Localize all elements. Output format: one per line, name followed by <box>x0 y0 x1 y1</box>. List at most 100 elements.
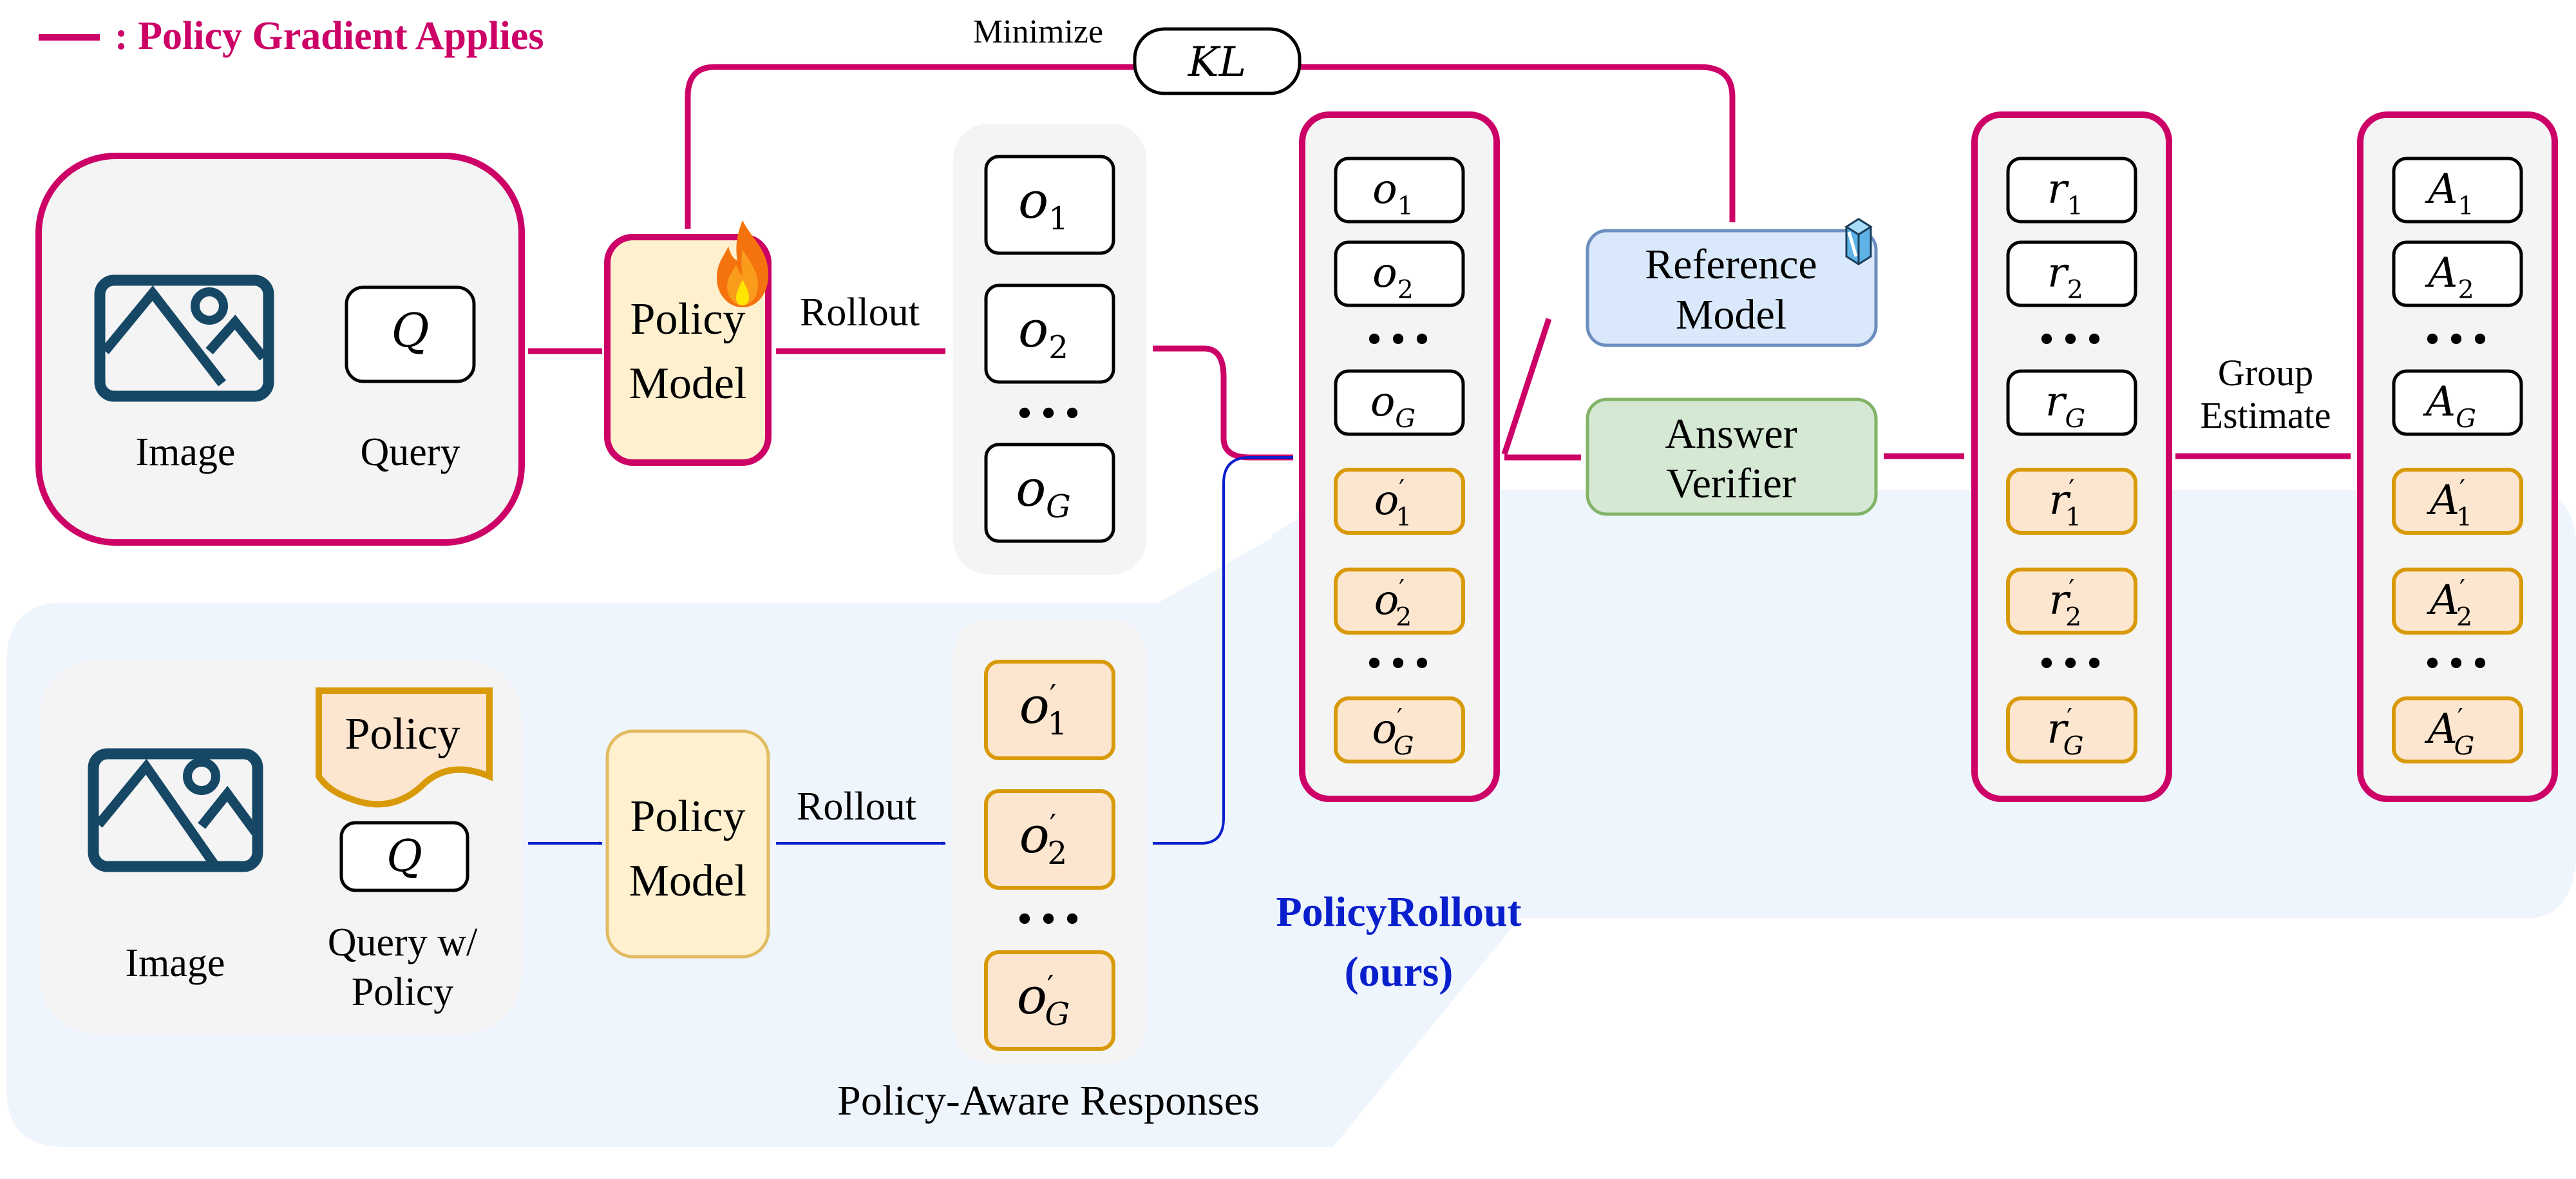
ellipsis: ••• <box>2421 320 2493 361</box>
prime-mark: ′ <box>2069 575 2074 604</box>
reference-model-line1: Reference <box>1645 241 1817 288</box>
arrow-bottom-outputs-to-gathered <box>1153 456 1293 845</box>
policy-doc-label: Policy <box>345 709 460 759</box>
ellipsis: ••• <box>1363 320 1435 361</box>
token-box <box>984 283 1115 384</box>
kl-loop-left <box>685 64 1135 229</box>
token-box <box>1334 157 1465 224</box>
token-label: r′G <box>2047 704 2083 761</box>
prime-mark: ′ <box>1050 679 1057 714</box>
bottom-image-label: Image <box>126 941 225 985</box>
policy-model-top-line1: Policy <box>630 294 746 344</box>
gathered-outputs-list: o1 o2 ••• oG o′1 o′2 ••• o′G <box>1334 157 1465 763</box>
token-box <box>2006 240 2137 307</box>
token-item: o2 <box>1334 240 1465 307</box>
token-item: o1 <box>984 155 1115 255</box>
policy-aware-token-box <box>1334 568 1465 635</box>
legend: : Policy Gradient Applies <box>39 14 544 58</box>
token-label: A′2 <box>2427 575 2472 632</box>
token-label: o′2 <box>1374 575 1412 632</box>
fire-icon <box>717 220 768 307</box>
token-label: oG <box>1016 460 1071 525</box>
bottom-query-symbol: Q <box>386 831 422 882</box>
token-item: o′1 <box>1334 468 1465 535</box>
token-label: A1 <box>2425 166 2474 221</box>
bottom-query-label-2: Policy <box>352 970 453 1014</box>
token-label: o′G <box>1372 704 1414 761</box>
ellipsis: ••• <box>1363 644 1435 685</box>
top-query-label: Query <box>361 430 460 474</box>
token-item: o′1 <box>984 660 1115 760</box>
ice-cube-icon <box>1844 218 1873 265</box>
token-label: r′1 <box>2049 475 2082 532</box>
minimize-label: Minimize <box>973 14 1103 50</box>
answer-verifier-line1: Answer <box>1665 410 1797 457</box>
policy-aware-token-box <box>2392 468 2523 535</box>
policy-aware-token-box <box>984 950 1115 1051</box>
token-box <box>1334 240 1465 307</box>
policy-aware-label: Policy-Aware Responses <box>837 1077 1260 1124</box>
policyrollout-subtitle: (ours) <box>1345 948 1454 995</box>
policy-aware-token-box <box>2392 696 2523 763</box>
token-label: o′G <box>1017 968 1070 1033</box>
token-label: AG <box>2423 378 2476 434</box>
policy-model-top-line2: Model <box>629 359 747 408</box>
token-item: o′2 <box>1334 568 1465 635</box>
prime-mark: ′ <box>2458 704 2463 733</box>
ellipsis: ••• <box>1014 394 1085 436</box>
prime-mark: ′ <box>1399 575 1405 604</box>
token-item: r′2 <box>2006 568 2137 635</box>
top-outputs-panel: o1 o2 ••• oG <box>953 124 1146 575</box>
token-item: o1 <box>1334 157 1465 224</box>
token-item: oG <box>1334 369 1465 436</box>
ellipsis: ••• <box>2036 644 2107 685</box>
reference-model[interactable]: Reference Model <box>1586 218 1878 347</box>
policy-model-top[interactable]: Policy Model <box>604 220 772 466</box>
policy-aware-token-box <box>2006 568 2137 635</box>
ellipsis: ••• <box>2036 320 2107 361</box>
rollout-top-label: Rollout <box>800 291 920 334</box>
token-item: AG <box>2392 369 2523 436</box>
ellipsis: ••• <box>1014 899 1085 941</box>
prime-mark: ′ <box>2459 475 2465 504</box>
legend-label: : Policy Gradient Applies <box>115 14 544 58</box>
token-box <box>984 443 1115 543</box>
top-outputs-list: o1 o2 ••• oG <box>984 155 1115 543</box>
token-label: o1 <box>1018 172 1068 237</box>
token-item: rG <box>2006 369 2137 436</box>
token-box <box>2392 369 2523 436</box>
token-label: o1 <box>1372 166 1414 221</box>
rollout-bottom-label: Rollout <box>797 785 916 829</box>
kl-box: KL <box>1133 27 1302 95</box>
answer-verifier[interactable]: Answer Verifier <box>1586 398 1878 516</box>
token-item: r2 <box>2006 240 2137 307</box>
token-box <box>2006 369 2137 436</box>
token-label: o′2 <box>1019 807 1067 872</box>
token-label: A2 <box>2425 249 2474 305</box>
token-label: r1 <box>2047 166 2083 221</box>
top-input-panel: Image Q Query <box>35 153 525 546</box>
policy-model-bottom[interactable]: Policy Model <box>605 729 770 959</box>
token-item: A′G <box>2392 696 2523 763</box>
policy-aware-token-box <box>984 789 1115 890</box>
top-image-label: Image <box>136 430 236 474</box>
gathered-outputs-panel: o1 o2 ••• oG o′1 o′2 ••• o′G <box>1299 111 1500 802</box>
token-label: o2 <box>1018 301 1068 366</box>
token-label: oG <box>1370 378 1416 434</box>
group-estimate-line2: Estimate <box>2201 394 2331 436</box>
token-box <box>2392 157 2523 224</box>
bottom-query-box <box>339 821 469 892</box>
token-item: o′G <box>984 950 1115 1051</box>
arrow-top-outputs-to-gathered <box>1153 345 1294 461</box>
token-label: o′1 <box>1374 475 1412 532</box>
top-query-box <box>345 285 476 383</box>
token-box <box>984 155 1115 255</box>
arrow-gathered-to-reference <box>1501 318 1552 455</box>
bottom-outputs-list: o′1 o′2 ••• o′G <box>984 660 1115 1051</box>
token-item: A2 <box>2392 240 2523 307</box>
token-item: A′1 <box>2392 468 2523 535</box>
token-item: r′1 <box>2006 468 2137 535</box>
kl-loop-right <box>1300 64 1736 223</box>
